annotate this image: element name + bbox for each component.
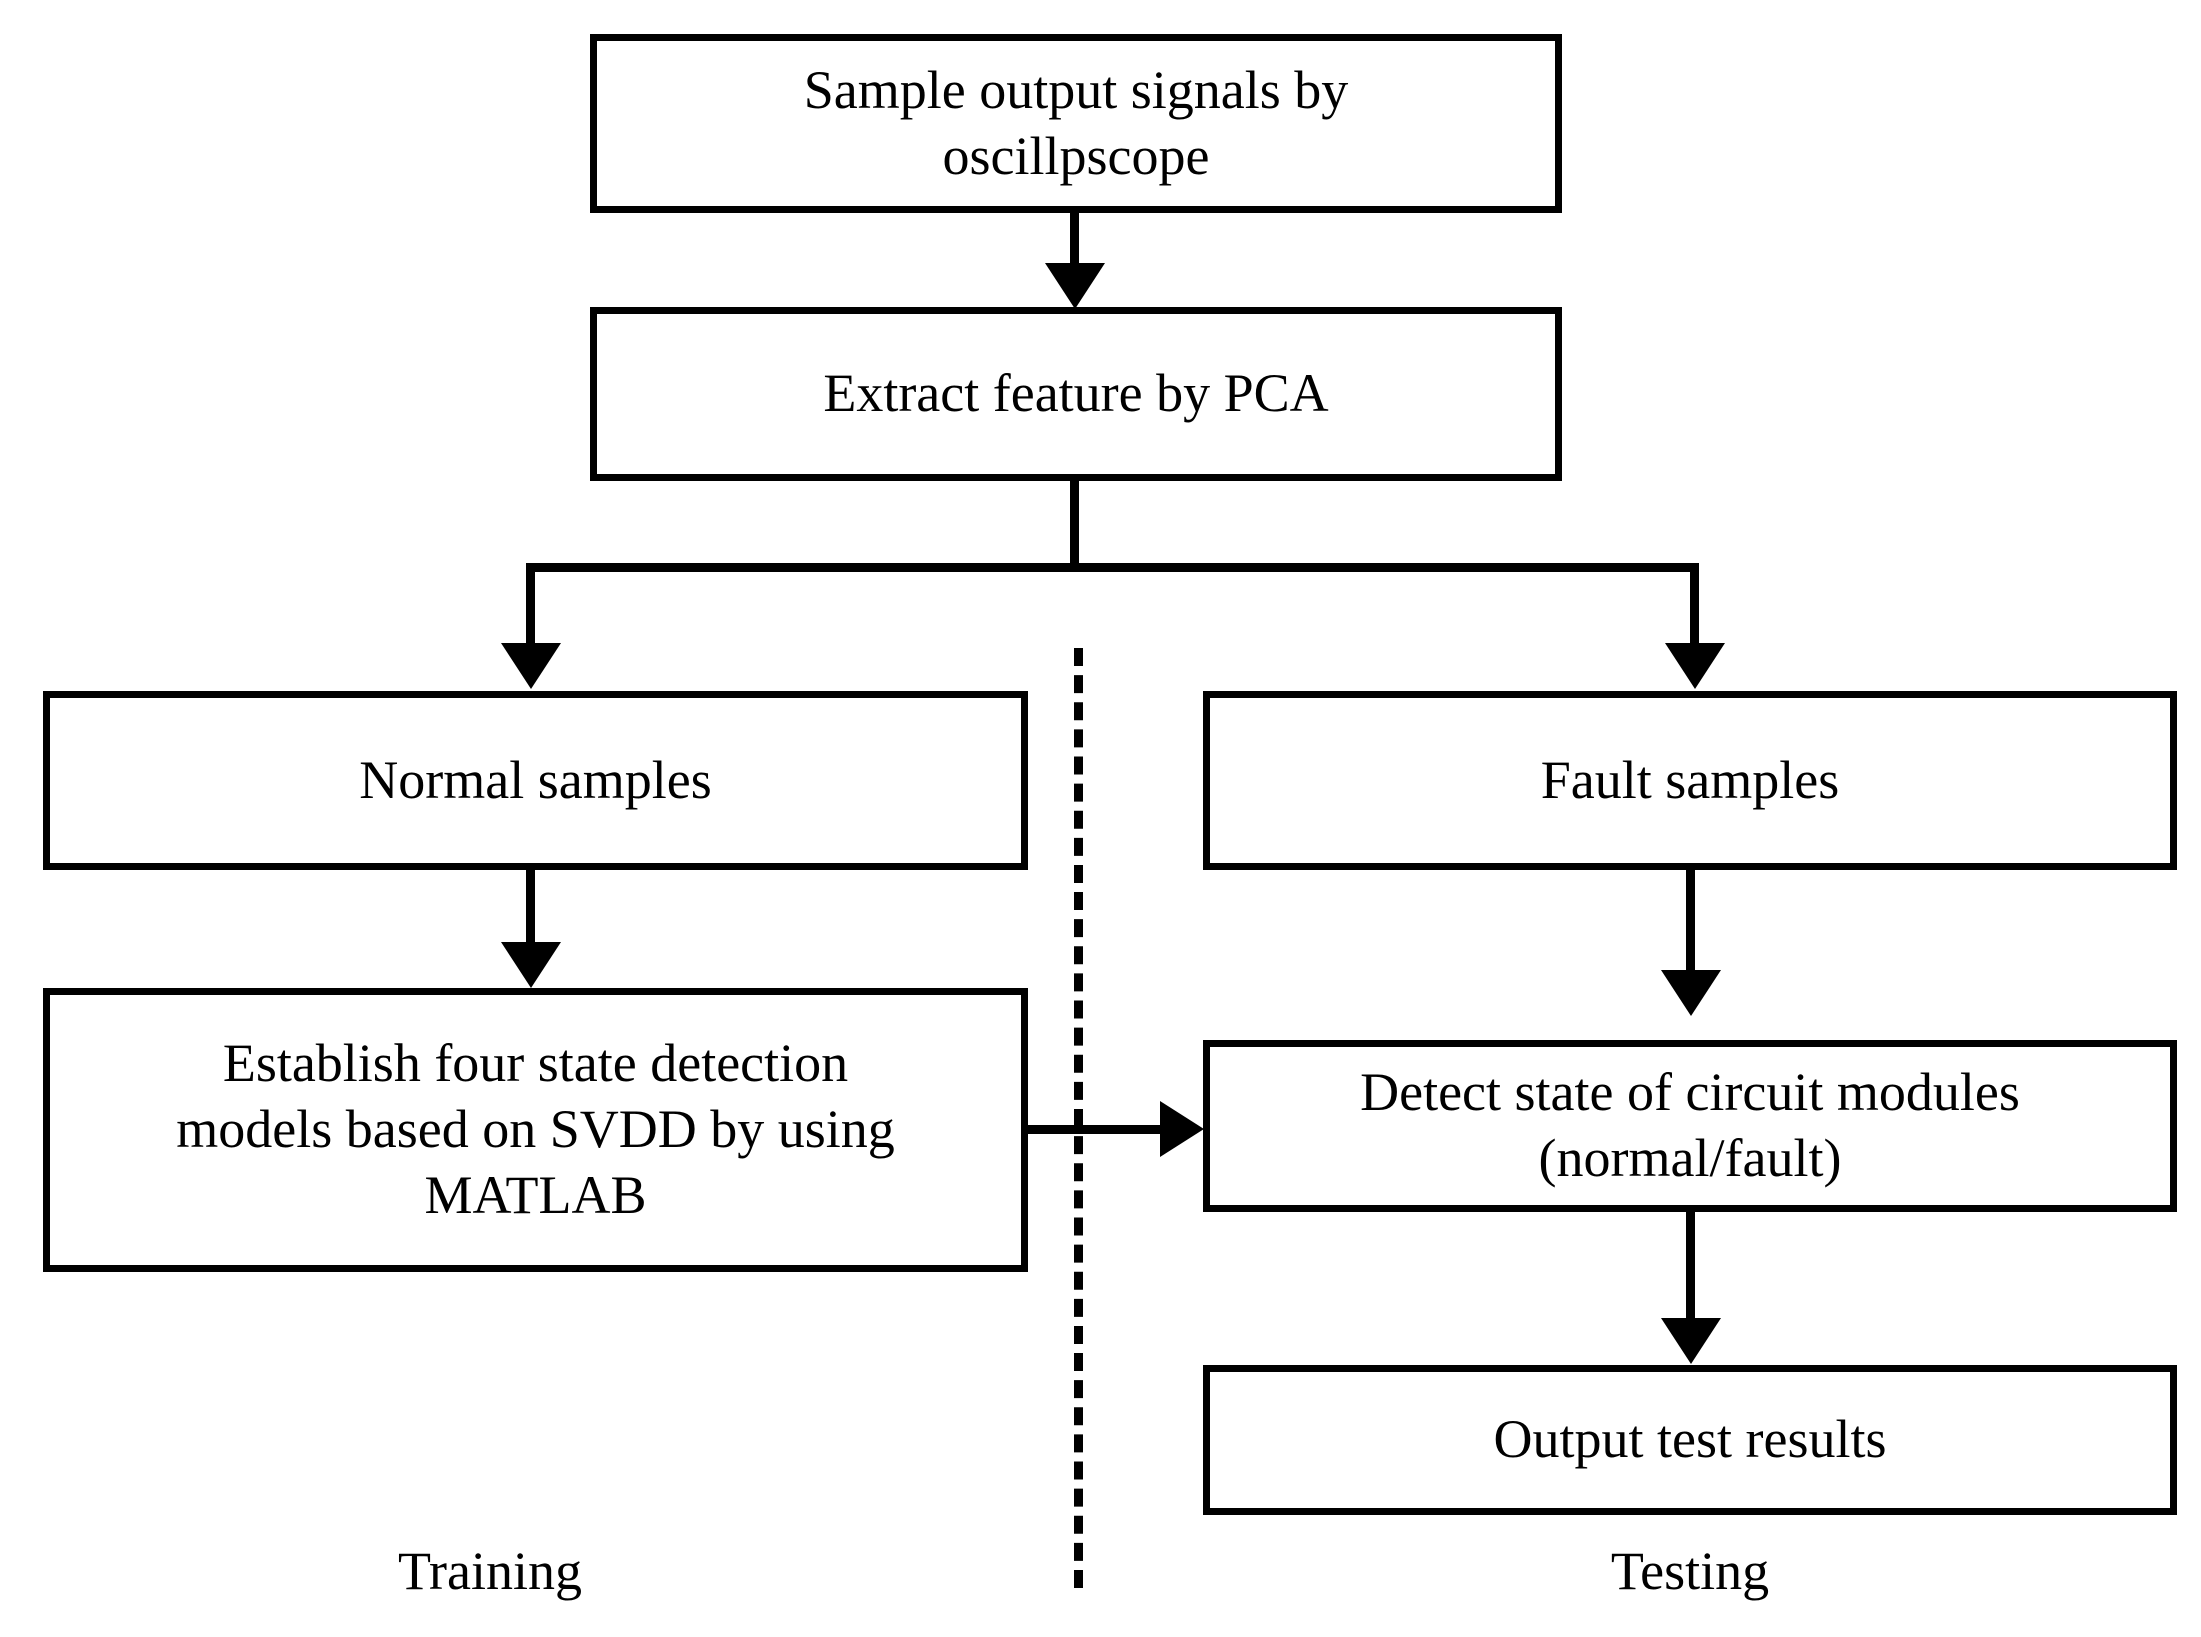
node-output-test-results-label: Output test results: [1220, 1407, 2160, 1473]
node-extract-feature-pca-label: Extract feature by PCA: [607, 361, 1545, 427]
edge-pca-to-fault-stem: [1690, 563, 1699, 649]
node-fault-samples: Fault samples: [1203, 691, 2177, 870]
node-output-test-results: Output test results: [1203, 1365, 2177, 1515]
edge-detect-to-output-stem: [1686, 1212, 1695, 1320]
node-fault-samples-label: Fault samples: [1220, 748, 2160, 814]
edge-pca-fork-stem: [1070, 481, 1079, 571]
node-fault-line-1: Fault samples: [1540, 749, 1840, 810]
training-testing-divider: [1074, 648, 1083, 1588]
edge-establish-to-detect-stem: [1028, 1125, 1164, 1134]
node-establish-line-1: Establish four state detection: [222, 1033, 849, 1094]
node-establish-line-2: models based on SVDD by using: [176, 1099, 895, 1160]
edge-pca-fork-bar: [526, 563, 1699, 572]
node-detect-state-label: Detect state of circuit modules (normal/…: [1220, 1060, 2160, 1192]
edge-pca-to-normal-arrowhead: [501, 643, 561, 689]
node-establish-svdd-models-label: Establish four state detection models ba…: [60, 1031, 1011, 1229]
node-extract-feature-pca: Extract feature by PCA: [590, 307, 1562, 481]
node-establish-line-3: MATLAB: [424, 1164, 647, 1225]
caption-training: Training: [397, 1541, 583, 1601]
edge-establish-to-detect-arrowhead: [1160, 1101, 1204, 1157]
node-sample-line-2: oscillpscope: [942, 125, 1210, 186]
edge-normal-to-establish-arrowhead: [501, 942, 561, 988]
edge-sample-to-pca-stem: [1070, 213, 1079, 269]
node-normal-samples: Normal samples: [43, 691, 1028, 870]
node-detect-state: Detect state of circuit modules (normal/…: [1203, 1040, 2177, 1212]
node-detect-line-1: Detect state of circuit modules: [1360, 1062, 2020, 1123]
node-normal-samples-label: Normal samples: [60, 748, 1011, 814]
edge-detect-to-output-arrowhead: [1661, 1318, 1721, 1364]
edge-pca-to-normal-stem: [526, 563, 535, 649]
node-pca-line-1: Extract feature by PCA: [823, 363, 1329, 424]
node-sample-output-signals-label: Sample output signals by oscillpscope: [607, 58, 1545, 190]
edge-normal-to-establish-stem: [526, 870, 535, 948]
edge-pca-to-fault-arrowhead: [1665, 643, 1725, 689]
node-output-line-1: Output test results: [1493, 1409, 1887, 1470]
edge-fault-to-detect-arrowhead: [1661, 970, 1721, 1016]
node-establish-svdd-models: Establish four state detection models ba…: [43, 988, 1028, 1272]
node-sample-output-signals: Sample output signals by oscillpscope: [590, 34, 1562, 213]
node-normal-line-1: Normal samples: [359, 749, 712, 810]
edge-sample-to-pca-arrowhead: [1045, 263, 1105, 309]
node-detect-line-2: (normal/fault): [1538, 1128, 1842, 1188]
caption-testing: Testing: [1610, 1541, 1770, 1601]
node-sample-line-1: Sample output signals by: [803, 59, 1349, 120]
edge-fault-to-detect-stem: [1686, 870, 1695, 976]
